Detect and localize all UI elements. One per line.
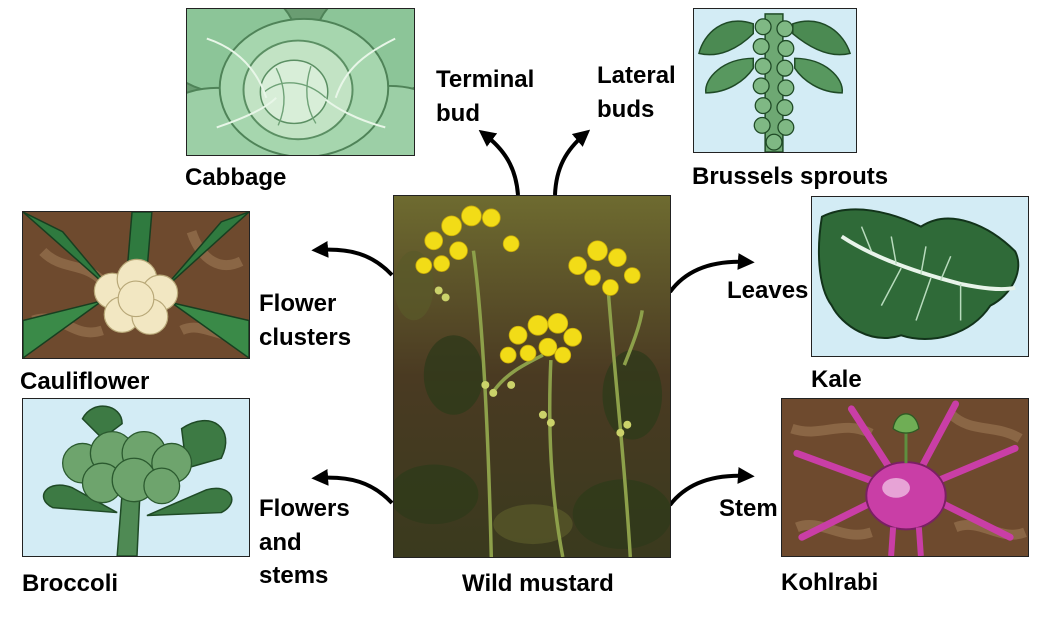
lateral-buds-label: Lateral buds: [597, 59, 676, 126]
arrow-to-kale: [668, 253, 755, 294]
kale-label: Kale: [811, 366, 862, 393]
broccoli-label: Broccoli: [22, 570, 119, 597]
wild-mustard-label: Wild mustard: [462, 570, 614, 597]
flowers-and-stems-label-line3: stems: [259, 562, 329, 590]
wild-mustard-photo: [393, 195, 671, 558]
terminal-bud-label-line1: Terminal: [436, 66, 535, 93]
arrow-to-broccoli: [311, 468, 394, 505]
arrow-to-brussels: [553, 129, 591, 196]
arrow-to-kohlrabi: [668, 467, 755, 507]
flower-clusters-label-line2: clusters: [259, 323, 352, 351]
kohlrabi-label: Kohlrabi: [781, 569, 879, 596]
lateral-buds-label-line2: buds: [597, 95, 655, 123]
arrow-to-cauliflower: [311, 240, 394, 277]
arrow-to-cabbage: [478, 129, 520, 196]
flower-clusters-label: Flower clusters: [259, 287, 351, 354]
flowers-and-stems-label: Flowers and stems: [259, 492, 350, 593]
lateral-buds-label-line1: Lateral: [597, 62, 676, 89]
brussels-sprouts-label: Brussels sprouts: [692, 163, 889, 190]
cabbage-image: [186, 8, 415, 156]
broccoli-image: [22, 398, 250, 557]
flower-clusters-label-line1: Flower: [259, 290, 337, 317]
flowers-and-stems-label-line2: and: [259, 528, 302, 556]
terminal-bud-label-line2: bud: [436, 99, 480, 127]
leaves-label: Leaves: [727, 277, 809, 304]
terminal-bud-label: Terminal bud: [436, 63, 534, 130]
kale-image: [811, 196, 1029, 357]
flowers-and-stems-label-line1: Flowers: [259, 495, 350, 522]
cabbage-label: Cabbage: [185, 164, 287, 191]
brussels-sprouts-image: [693, 8, 857, 153]
cauliflower-image: [22, 211, 250, 359]
kohlrabi-image: [781, 398, 1029, 557]
cauliflower-label: Cauliflower: [20, 368, 150, 395]
stem-label: Stem: [719, 495, 778, 522]
